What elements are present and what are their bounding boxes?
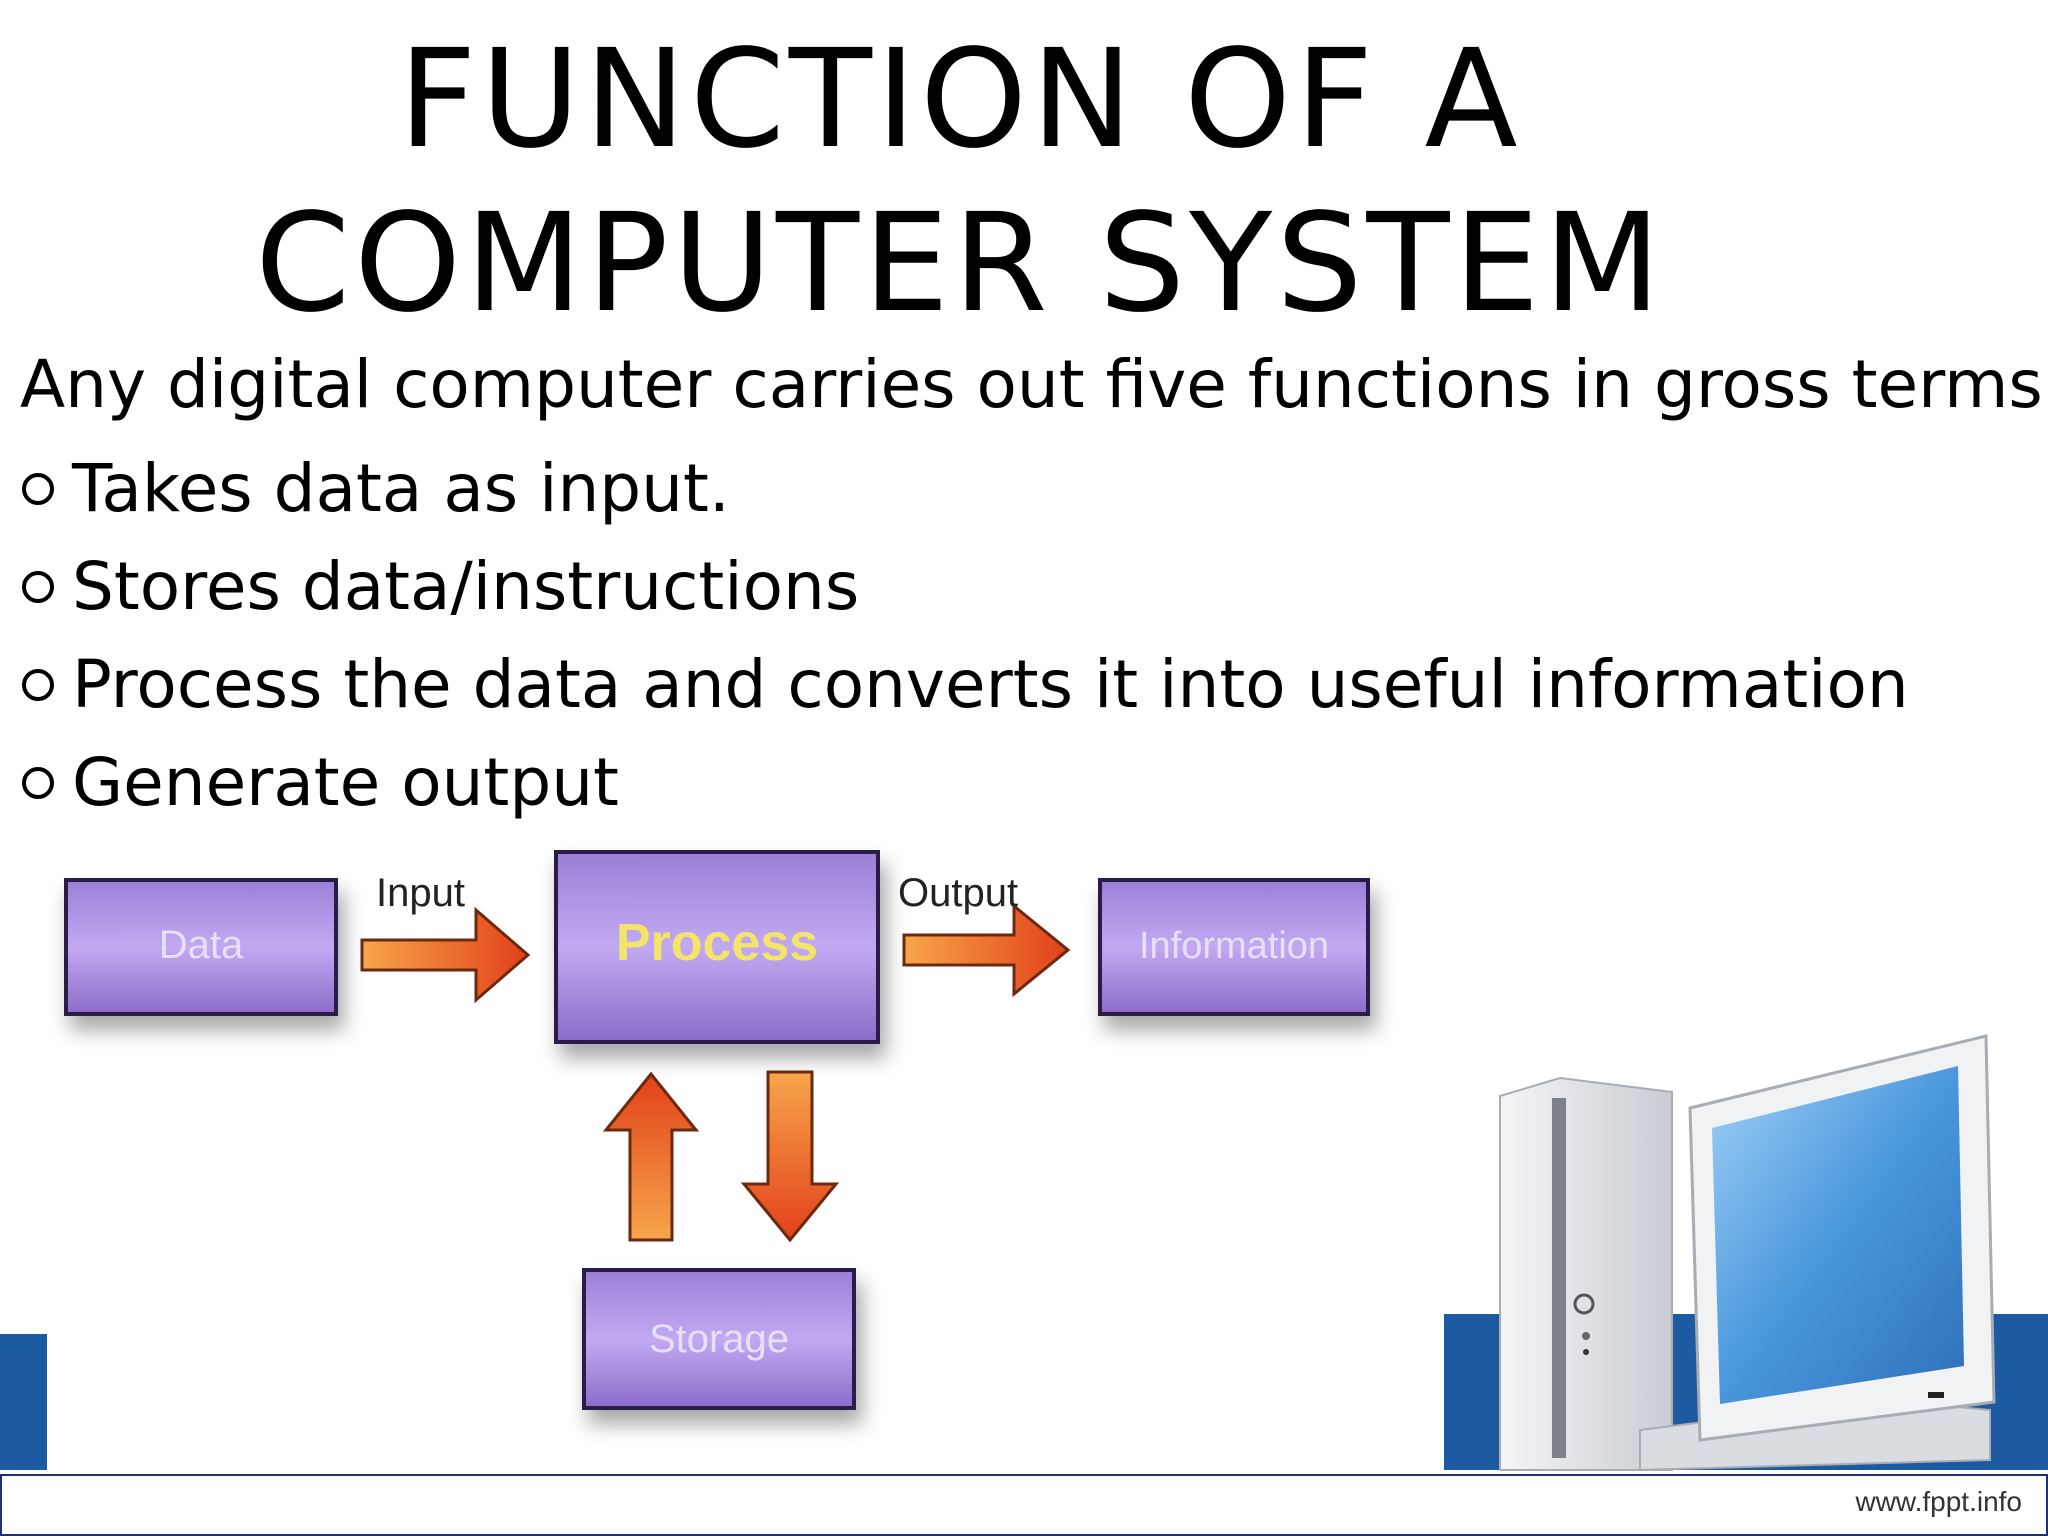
information-box-label: Information [1139,925,1329,967]
bullet-circle-icon [22,571,54,603]
slide-title-line2: COMPUTER SYSTEM [255,185,1665,343]
bullet-text: Process the data and converts it into us… [72,646,1909,723]
output-arrow-icon [902,902,1071,998]
bullet-circle-icon [22,473,54,505]
input-arrow-icon [360,906,531,1004]
monitor-icon [1639,1034,1996,1472]
footer-url: www.fppt.info [1855,1486,2022,1517]
process-box-label: Process [616,914,818,972]
up-arrow-icon [602,1071,700,1242]
process-box [554,850,880,1044]
information-box [1098,878,1370,1016]
intro-text: Any digital computer carries out five fu… [20,346,2048,423]
computer-tower-icon [1499,1076,1673,1471]
output-label: Output [898,871,1018,915]
computer-icon [1499,1034,1996,1472]
list-item: Generate output [22,734,1909,832]
bullet-circle-icon [22,669,54,701]
list-item: Takes data as input. [22,440,1909,538]
bullet-text: Stores data/instructions [72,548,860,625]
input-label: Input [376,871,465,915]
footer-bar [0,1474,2048,1536]
bullet-list: Takes data as input. Stores data/instruc… [22,440,1909,832]
storage-box [582,1268,856,1410]
slide-title: FUNCTION OF A COMPUTER SYSTEM [0,18,1920,346]
bullet-text: Generate output [72,744,619,821]
data-box [64,878,338,1016]
data-box-label: Data [159,923,244,967]
down-arrow-icon [740,1070,840,1243]
slide-title-line1: FUNCTION OF A [398,21,1522,179]
bullet-circle-icon [22,767,54,799]
accent-bar-left [0,1334,47,1470]
storage-box-label: Storage [649,1317,789,1361]
list-item: Stores data/instructions [22,538,1909,636]
bullet-text: Takes data as input. [72,450,730,527]
list-item: Process the data and converts it into us… [22,636,1909,734]
